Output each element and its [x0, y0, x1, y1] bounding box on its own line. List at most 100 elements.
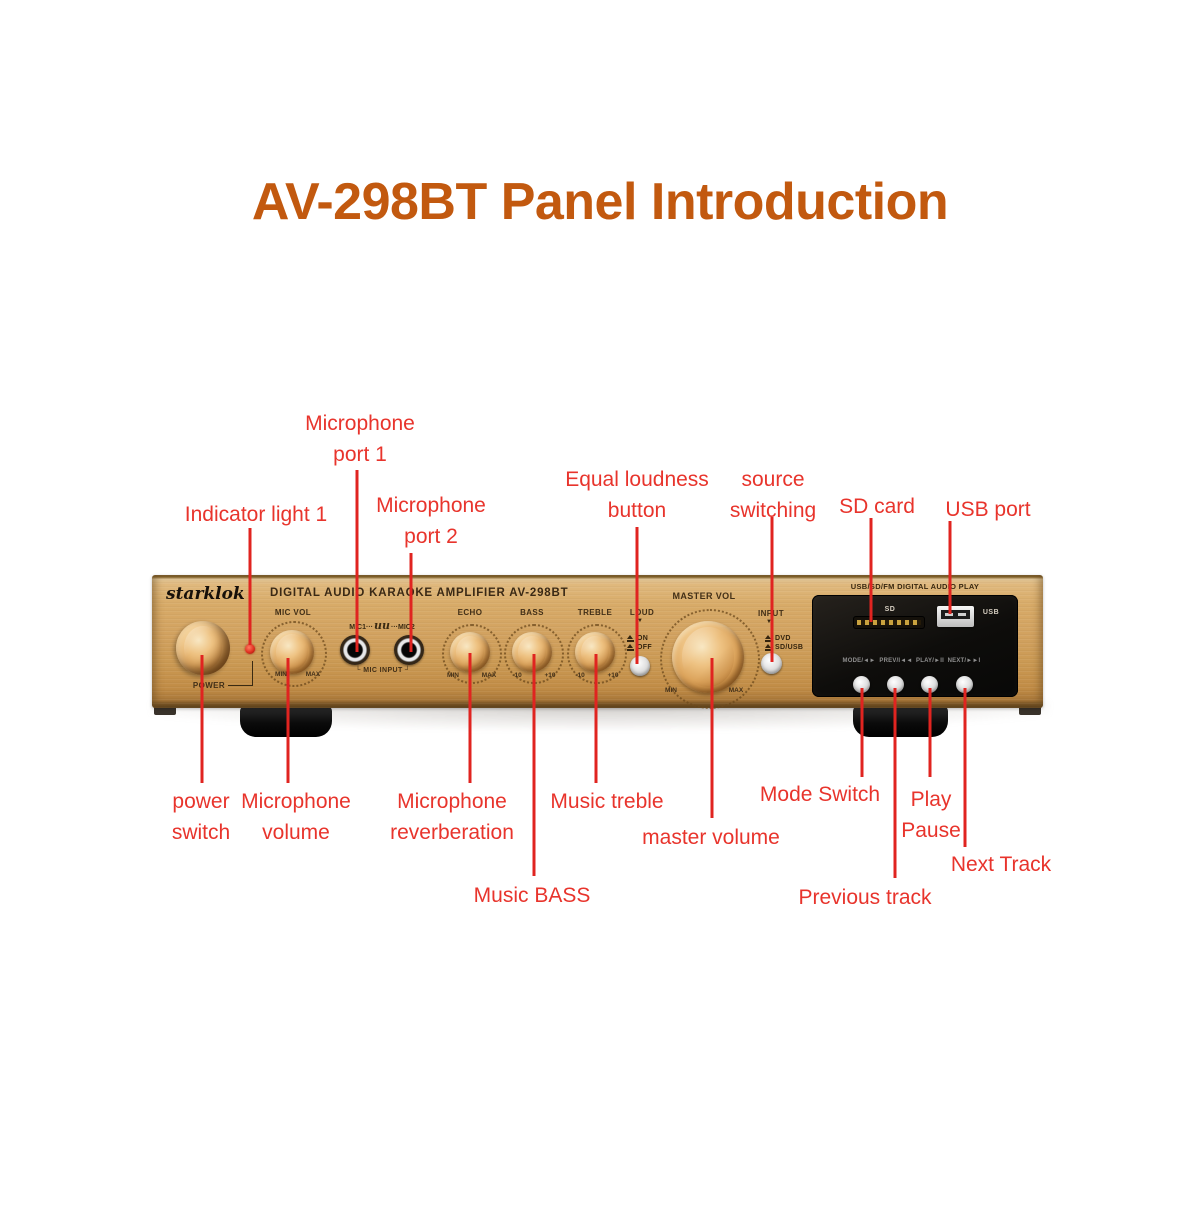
play-button — [921, 676, 938, 693]
callout-line-microphone-port-2 — [409, 553, 413, 652]
treble-min: -10 — [575, 672, 585, 679]
mic2-jack — [394, 635, 424, 665]
input-sdusb-label: SD/USB — [775, 644, 804, 651]
loud-on-row: ON — [626, 634, 648, 643]
bass-label: BASS — [520, 608, 544, 617]
callout-source-switching: source switching — [729, 468, 817, 522]
loud-label: LOUD — [629, 608, 655, 617]
callout-indicator-light-1: Indicator light 1 — [184, 503, 328, 526]
usb-label: USB — [982, 609, 1000, 616]
callout-line-next-track — [963, 688, 967, 847]
power-bracket-h — [228, 685, 253, 686]
mic-vol-max: MAX — [305, 671, 321, 678]
master-vol-ticks — [660, 609, 760, 709]
callout-sd-card: SD card — [839, 495, 915, 518]
master-vol-label: MASTER VOL — [672, 591, 736, 601]
display-panel — [812, 595, 1018, 697]
callout-line-play-pause — [928, 688, 932, 777]
callout-usb-port: USB port — [945, 498, 1031, 521]
callout-line-mode-switch — [860, 688, 864, 777]
bass-max: +10 — [544, 672, 556, 679]
next-button — [956, 676, 973, 693]
callout-mode-switch: Mode Switch — [759, 783, 881, 806]
left-corner-pad — [154, 706, 176, 715]
power-button — [176, 621, 230, 675]
callout-line-usb-port — [948, 521, 952, 614]
callout-microphone-volume: Microphone volume — [241, 790, 351, 844]
mic1-label: MIC1··· — [349, 624, 373, 631]
mic1-jack — [340, 635, 370, 665]
sd-card-slot — [853, 616, 925, 629]
mic-script-glyph: uu — [374, 619, 390, 632]
right-corner-pad — [1019, 706, 1041, 715]
mic-vol-label: MIC VOL — [274, 608, 312, 617]
callout-master-volume: master volume — [642, 826, 780, 849]
callout-equal-loudness-button: Equal loudness button — [565, 468, 709, 522]
callout-line-microphone-volume — [286, 658, 290, 783]
master-vol-knob — [672, 621, 744, 693]
eject-icon — [626, 643, 635, 652]
bass-knob — [512, 632, 552, 672]
callout-microphone-port-2: Microphone port 2 — [376, 494, 486, 548]
input-button — [761, 653, 782, 674]
amplifier-panel: starklok DIGITAL AUDIO KARAOKE AMPLIFIER… — [152, 575, 1043, 737]
usb-port — [937, 606, 974, 627]
mic-vol-knob — [270, 630, 314, 674]
callout-previous-track: Previous track — [798, 886, 932, 909]
callout-line-microphone-reverberation — [468, 653, 472, 783]
echo-max: MAX — [481, 672, 497, 679]
callout-microphone-port-1: Microphone port 1 — [305, 412, 415, 466]
callout-power-switch: power switch — [171, 790, 231, 844]
callout-line-music-treble — [594, 654, 598, 783]
input-arrow-icon: ▼ — [766, 619, 772, 625]
eject-icon — [764, 643, 773, 652]
prev-button-label: PREV/I◄◄ — [879, 658, 913, 664]
display-header: USB/SD/FM DIGITAL AUDIO PLAY — [850, 582, 980, 591]
power-bracket-v — [252, 661, 253, 686]
callout-music-bass: Music BASS — [473, 884, 591, 907]
treble-max: +10 — [607, 672, 619, 679]
page-title: AV-298BT Panel Introduction — [251, 173, 949, 231]
left-foot — [240, 706, 332, 737]
next-button-label: NEXT/►►I — [947, 658, 981, 664]
mic-ports-label: MIC1···uu···MIC2 — [332, 619, 432, 632]
master-vol-max: MAX — [728, 687, 744, 694]
bass-min: -10 — [512, 672, 522, 679]
callout-line-source-switching — [770, 517, 774, 662]
callout-line-master-volume — [710, 658, 714, 818]
power-label: POWER — [192, 681, 226, 690]
echo-min: MIN — [447, 672, 459, 679]
callout-music-treble: Music treble — [550, 790, 664, 813]
callout-line-music-bass — [532, 654, 536, 876]
sd-label: SD — [884, 606, 896, 613]
echo-ticks — [442, 624, 502, 684]
master-vol-min: MIN — [665, 687, 677, 694]
indicator-led — [245, 644, 255, 654]
input-dvd-label: DVD — [775, 635, 791, 642]
mode-button — [853, 676, 870, 693]
echo-label: ECHO — [457, 608, 483, 617]
treble-label: TREBLE — [577, 608, 613, 617]
loud-off-label: OFF — [637, 644, 652, 651]
mic-input-label: └ MIC INPUT ┘ — [355, 667, 411, 674]
input-sdusb-row: SD/USB — [764, 643, 803, 652]
mic2-label: ···MIC2 — [391, 624, 415, 631]
callout-line-indicator-light-1 — [248, 528, 252, 645]
loudness-button — [630, 656, 650, 676]
loud-on-label: ON — [637, 635, 649, 642]
mic-vol-min: MIN — [275, 671, 287, 678]
loud-arrow-icon: ▼ — [637, 618, 643, 624]
eject-icon — [764, 634, 773, 643]
right-foot — [853, 706, 948, 737]
callout-line-microphone-port-1 — [355, 470, 359, 652]
callout-next-track: Next Track — [950, 853, 1052, 876]
callout-line-power-switch — [200, 655, 204, 783]
callout-microphone-reverberation: Microphone reverberation — [390, 790, 514, 844]
mic-vol-ticks — [261, 621, 327, 687]
play-button-label: PLAY/►II — [916, 658, 944, 664]
callout-line-previous-track — [893, 688, 897, 878]
brand-logo: starklok — [166, 584, 245, 604]
input-dvd-row: DVD — [764, 634, 791, 643]
callout-line-equal-loudness-button — [635, 527, 639, 664]
